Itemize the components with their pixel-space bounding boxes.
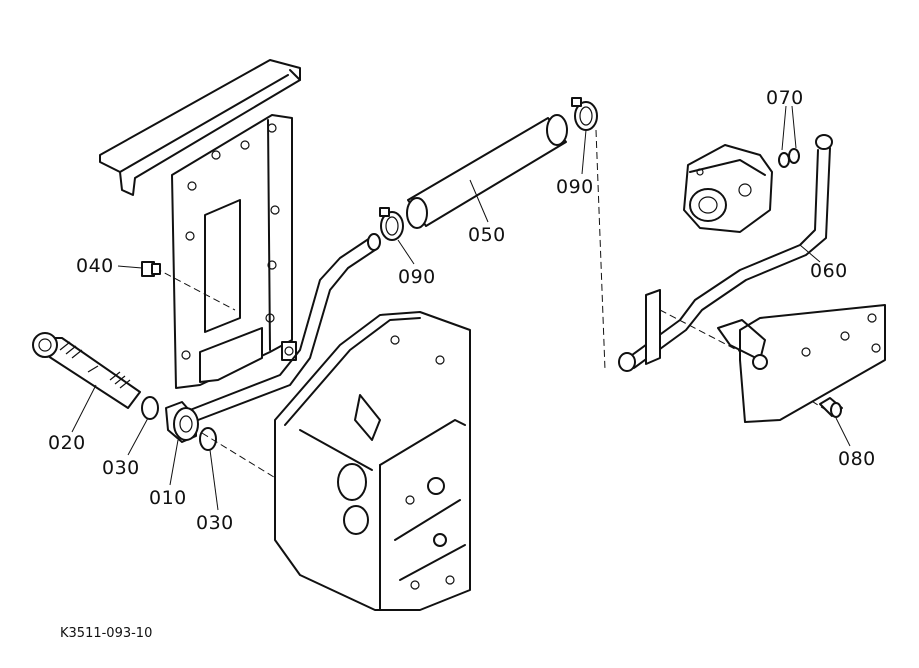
label-090-left: 090	[398, 266, 436, 288]
o-ring-030-right	[199, 427, 217, 451]
leader-lines	[71, 105, 851, 511]
part-labels: 040 020 030 010 030 050 090 090 070 060 …	[48, 87, 876, 534]
hose-clamp-090-right	[571, 97, 598, 131]
adapter-010	[165, 401, 199, 443]
hose-050	[406, 114, 568, 229]
label-090-right: 090	[556, 176, 594, 198]
label-070: 070	[766, 87, 804, 109]
label-010: 010	[149, 487, 187, 509]
relief-valve-020	[32, 332, 141, 409]
mounting-plate-right	[717, 304, 886, 423]
label-050: 050	[468, 224, 506, 246]
label-040: 040	[76, 255, 114, 277]
label-060: 060	[810, 260, 848, 282]
o-ring-030-left	[141, 396, 159, 420]
label-030-right: 030	[196, 512, 234, 534]
label-030-left: 030	[102, 457, 140, 479]
label-080: 080	[838, 448, 876, 470]
hose-clamp-090-left	[379, 207, 404, 241]
figure-reference-code: K3511-093-10	[60, 626, 152, 641]
bolt-040	[141, 261, 161, 277]
hydraulic-pump	[683, 144, 773, 233]
o-ring-070-a	[778, 152, 790, 168]
label-020: 020	[48, 432, 86, 454]
pipe-left	[189, 233, 381, 421]
frame-bracket	[99, 59, 301, 389]
o-ring-070-b	[788, 148, 800, 164]
plug-080	[819, 397, 843, 418]
transmission-housing	[274, 311, 471, 611]
